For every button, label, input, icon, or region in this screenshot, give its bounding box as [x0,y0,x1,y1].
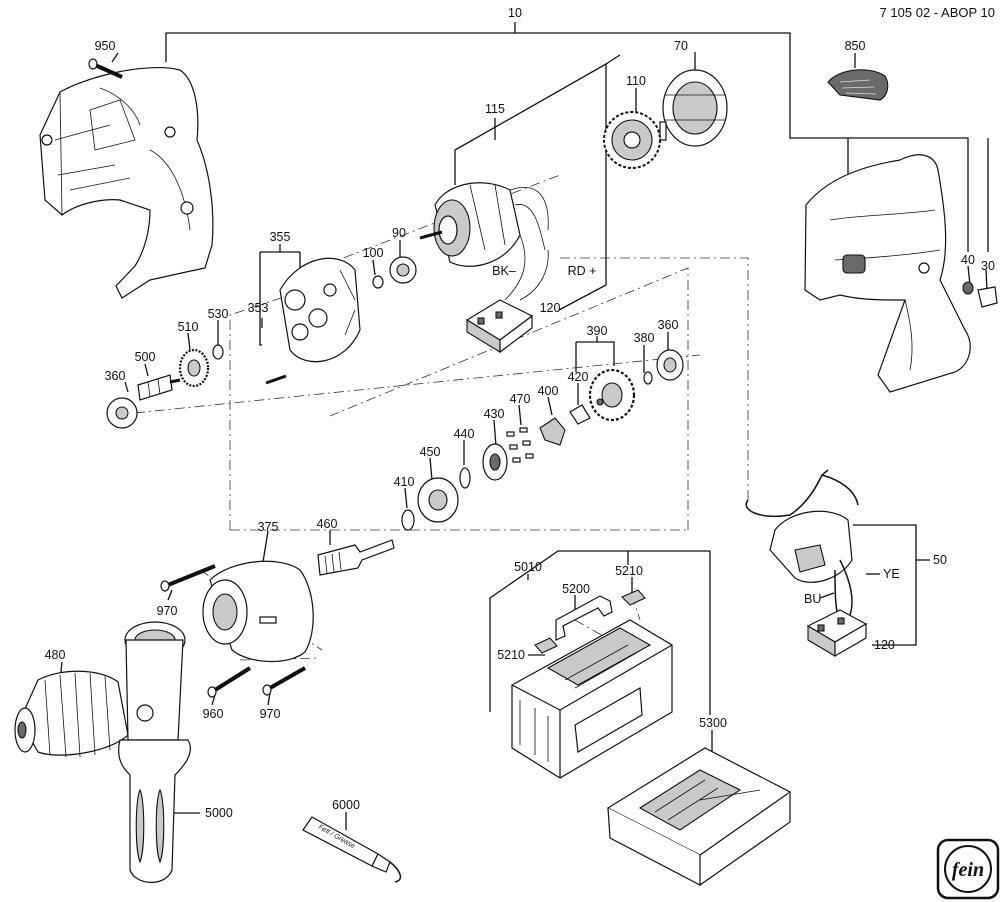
label-960: 960 [203,707,224,721]
case-insert-5300 [606,747,792,886]
chuck-480 [14,670,129,758]
label-50: 50 [933,553,947,567]
label-5200: 5200 [562,582,590,596]
label-115: 115 [485,102,505,116]
fein-logo [936,838,1000,900]
gear-cover-375 [202,560,314,663]
label-480: 480 [45,648,66,662]
label-bu-wire: BU [804,592,821,606]
label-500: 500 [135,350,156,364]
label-90: 90 [392,226,406,240]
label-950: 950 [95,39,116,53]
spring-40 [962,281,974,295]
bearing-450 [417,477,459,523]
ring-440 [459,467,471,489]
bearing-360-right [656,349,684,381]
label-970-bottom: 970 [260,707,281,721]
grease-tube-6000: Fett / Grease [302,816,402,883]
label-380: 380 [634,331,655,345]
bearing-90 [389,256,417,284]
label-420: 420 [568,370,589,384]
label-430: 430 [484,407,505,421]
label-5000: 5000 [205,806,233,820]
label-390: 390 [587,324,608,338]
connector-120-switch [806,609,868,658]
label-6000: 6000 [332,798,360,812]
label-30: 30 [981,259,995,273]
label-rd-wire: RD + [568,264,597,278]
screw-970-bottom [262,666,306,696]
label-110: 110 [626,74,646,88]
label-40: 40 [961,253,975,267]
label-5210-left: 5210 [497,648,525,662]
label-410: 410 [394,475,415,489]
gear-housing-355 [279,257,361,363]
label-5010: 5010 [514,560,542,574]
label-375: 375 [258,520,279,534]
label-530: 530 [208,307,229,321]
label-850: 850 [845,39,866,53]
label-ye-wire: YE [883,567,900,581]
washer-530 [212,344,224,360]
label-10: 10 [508,6,522,20]
label-470: 470 [510,392,531,406]
fein-logo-text: fein [952,859,984,881]
ring-410 [401,509,415,531]
ring-380 [643,371,653,385]
leader-lines [59,22,989,830]
label-bk-wire: BK– [492,264,516,278]
clip-420 [569,404,591,425]
cam-400 [539,417,566,446]
screw-950 [88,58,123,79]
gear-390 [588,368,636,422]
part-labels: 10 950 850 70 110 115 355 353 100 90 BK–… [45,6,995,881]
connector-120 [465,299,534,354]
case-5010 [511,619,673,779]
screw-960 [207,666,252,698]
label-450: 450 [420,445,441,459]
pin-353 [265,374,287,385]
spindle-460 [317,539,395,576]
label-400: 400 [538,384,559,398]
label-440: 440 [454,427,475,441]
label-5210-top: 5210 [615,564,643,578]
screw-970-top [160,564,216,592]
label-360-left: 360 [105,369,126,383]
label-510: 510 [178,320,199,334]
latch-5210-top [621,589,646,606]
label-970-top: 970 [157,604,178,618]
motor-cover-70 [659,69,728,147]
label-360-right: 360 [658,318,679,332]
switch-50 [745,469,859,626]
knob-30 [977,286,998,308]
clutch-430 [482,443,508,481]
label-353: 353 [248,301,269,315]
label-120-motor: 120 [540,301,561,315]
grip-insert-850 [827,69,889,101]
case-handle-5200 [555,595,613,641]
label-70: 70 [674,39,688,53]
label-100: 100 [363,246,384,260]
label-120-switch: 120 [874,638,895,652]
latch-5210-left [534,637,558,654]
gear-510 [178,348,210,388]
fan-110 [603,111,661,169]
motor-115 [419,182,549,301]
document-code: 7 105 02 - ABOP 10 [880,5,995,20]
label-460: 460 [317,517,338,531]
housing-half-right [804,154,971,393]
handle-5000 [118,621,191,883]
bearing-360-left [106,397,138,429]
housing-half-left [39,67,214,299]
label-355: 355 [270,230,291,244]
label-5300: 5300 [699,716,727,730]
pinion-500 [137,374,181,401]
pins-470 [506,427,534,463]
ring-100 [372,275,384,289]
